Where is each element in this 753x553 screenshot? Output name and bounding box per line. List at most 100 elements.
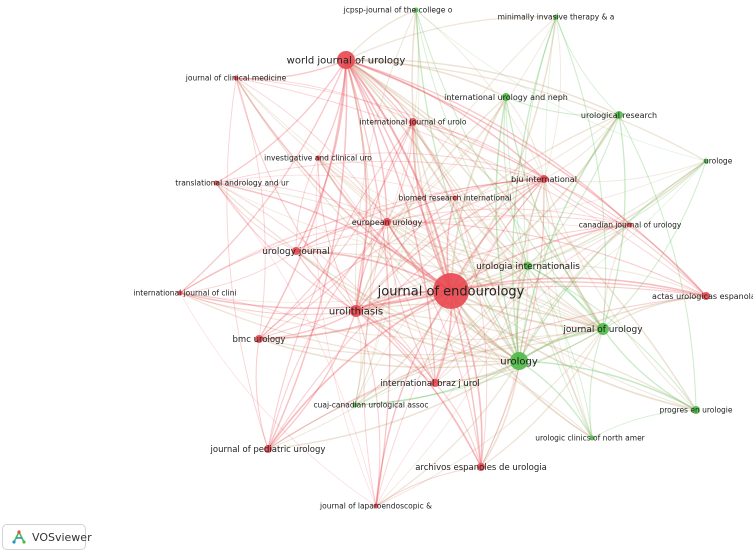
edge-minv-uro xyxy=(355,16,557,312)
node-label-iju[interactable]: international journal of urolo xyxy=(360,118,467,127)
node-label-cju[interactable]: canadian journal of urology xyxy=(579,221,682,230)
node-label-jou[interactable]: journal of urology xyxy=(562,325,643,335)
edge-ucna-ui xyxy=(527,265,593,439)
node-label-bju[interactable]: bju international xyxy=(511,175,577,184)
node-ucna[interactable] xyxy=(589,435,595,441)
node-urology[interactable] xyxy=(510,352,528,370)
node-label-jle[interactable]: journal of laparoendoscopic & xyxy=(319,502,432,511)
node-iju[interactable] xyxy=(409,118,417,126)
node-iun[interactable] xyxy=(502,93,510,101)
node-label-eu[interactable]: european urology xyxy=(352,218,423,227)
node-label-tau[interactable]: translational andrology and ur xyxy=(175,179,290,188)
node-label-jcm[interactable]: journal of clinical medicine xyxy=(185,74,287,83)
node-cju[interactable] xyxy=(627,222,633,228)
node-jcpsp[interactable] xyxy=(413,7,419,13)
node-label-jcpsp[interactable]: jcpsp-journal of the college o xyxy=(343,6,453,15)
node-ibju[interactable] xyxy=(431,379,439,387)
edge-eu-jcpsp xyxy=(386,9,419,223)
edge-aue-uro xyxy=(355,281,707,312)
edge-iun-wju xyxy=(345,59,507,98)
node-urologe[interactable] xyxy=(703,158,709,164)
node-label-bmri[interactable]: biomed research international xyxy=(398,194,511,203)
edge-je-minv xyxy=(450,16,557,292)
edge-ures-uro xyxy=(355,114,620,312)
node-label-ures[interactable]: urological research xyxy=(581,111,657,120)
node-pu[interactable] xyxy=(692,406,700,414)
edge-bju-iun xyxy=(505,96,545,180)
vosviewer-logo-icon xyxy=(11,529,27,545)
node-label-je[interactable]: journal of endourology xyxy=(377,285,525,300)
node-label-ucna[interactable]: urologic clinics of north amer xyxy=(535,434,645,443)
node-jou[interactable] xyxy=(597,323,609,335)
edge-bju-ures xyxy=(543,114,620,180)
edge-eu-ures xyxy=(386,114,620,223)
node-tau[interactable] xyxy=(213,180,219,186)
node-jle[interactable] xyxy=(373,503,379,509)
edge-minv-wju xyxy=(345,16,557,61)
edge-aue-urology xyxy=(518,295,707,362)
node-ures[interactable] xyxy=(615,111,623,119)
node-label-urologe[interactable]: urologe xyxy=(704,157,733,166)
node-aue[interactable] xyxy=(702,292,710,300)
node-bmri[interactable] xyxy=(452,195,458,201)
node-label-ibju[interactable]: international braz j urol xyxy=(380,379,479,389)
edge-iju-ui xyxy=(412,121,529,267)
node-bmc[interactable] xyxy=(255,335,263,343)
edge-jpu-uro xyxy=(267,310,357,450)
node-jpu[interactable] xyxy=(264,445,272,453)
node-label-uj[interactable]: urology journal xyxy=(262,247,330,257)
node-label-urology[interactable]: urology xyxy=(500,357,538,368)
node-label-bmc[interactable]: bmc urology xyxy=(233,335,286,345)
node-label-cuaj[interactable]: cuaj-canadian urological assoc xyxy=(314,401,429,410)
edge-jou-minv xyxy=(555,16,607,330)
node-label-jpu[interactable]: journal of pediatric urology xyxy=(210,445,326,455)
node-label-minv[interactable]: minimally invasive therapy & a xyxy=(498,13,615,22)
node-label-ijc[interactable]: international journal of clini xyxy=(133,289,236,298)
node-minv[interactable] xyxy=(553,14,559,20)
edge-bju-jcpsp xyxy=(415,9,545,180)
node-uro[interactable] xyxy=(350,305,362,317)
edge-uro-urology xyxy=(355,310,520,362)
node-wju[interactable] xyxy=(337,51,355,69)
node-bju[interactable] xyxy=(540,175,548,183)
edge-iju-jpu xyxy=(267,121,414,450)
edge-jcpsp-jou xyxy=(415,9,604,330)
edge-jou-uro xyxy=(355,303,604,330)
node-ui[interactable] xyxy=(524,262,532,270)
node-ice[interactable] xyxy=(315,155,321,161)
node-jcm[interactable] xyxy=(233,75,239,81)
edge-ice-uj xyxy=(295,157,319,252)
node-label-aue[interactable]: actas urologicas espanolas xyxy=(652,292,753,301)
edge-eu-ijc xyxy=(179,221,388,294)
edge-ui-urology xyxy=(516,265,529,362)
edge-jcm-je xyxy=(235,77,452,292)
node-je[interactable] xyxy=(433,273,469,309)
edge-bmc-jpu xyxy=(255,338,269,450)
node-aeu[interactable] xyxy=(477,463,485,471)
node-label-ice[interactable]: investigative and clinical uro xyxy=(264,154,372,163)
edge-aeu-eu xyxy=(386,221,482,468)
edge-ice-ui xyxy=(317,157,529,267)
edge-ibju-uro xyxy=(355,310,436,384)
node-label-pu[interactable]: progres en urologie xyxy=(660,406,733,415)
node-label-aeu[interactable]: archivos espanoles de urologia xyxy=(415,463,547,473)
edge-cuaj-wju xyxy=(345,59,373,406)
node-label-ui[interactable]: urologia internationalis xyxy=(476,262,580,272)
edge-jpu-ui xyxy=(267,265,529,450)
edge-jou-pu xyxy=(602,328,697,411)
node-ijc[interactable] xyxy=(177,290,183,296)
edge-ibju-tau xyxy=(215,182,436,384)
node-cuaj[interactable] xyxy=(352,402,358,408)
edge-pu-ures xyxy=(618,114,697,411)
edge-iju-wju xyxy=(345,59,414,123)
node-label-uro[interactable]: urolithiasis xyxy=(329,307,383,318)
node-label-iun[interactable]: international urology and neph xyxy=(444,93,568,102)
node-eu[interactable] xyxy=(383,218,391,226)
vosviewer-badge[interactable]: VOSviewer xyxy=(2,524,92,550)
edge-cuaj-urologe xyxy=(354,160,707,406)
node-label-wju[interactable]: world journal of urology xyxy=(287,56,406,67)
node-uj[interactable] xyxy=(292,247,300,255)
edge-ice-jou xyxy=(317,157,604,330)
edge-je-jle xyxy=(375,290,452,507)
